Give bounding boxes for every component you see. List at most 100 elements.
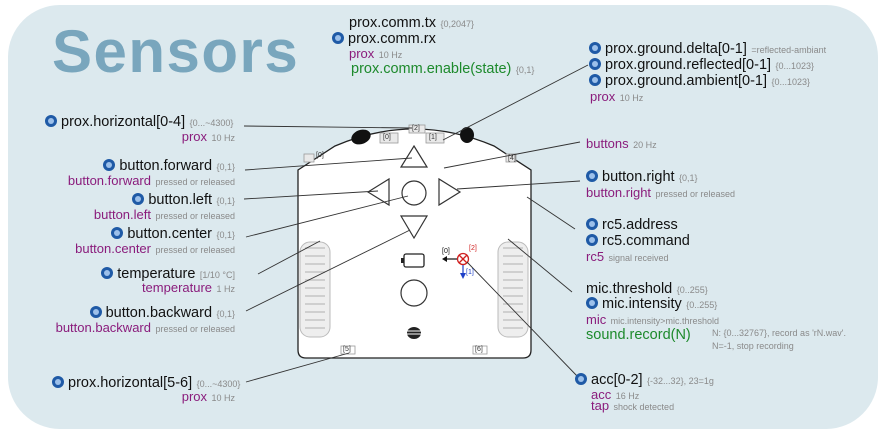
prox-ground-delta: prox.ground.delta[0-1]	[605, 41, 747, 57]
button-left-note: pressed or released	[155, 211, 235, 221]
tap-note: shock detected	[613, 402, 675, 412]
button-right-event-row: button.right pressed or released	[586, 185, 735, 201]
prox-horizontal-back: prox.horizontal[5-6]	[68, 375, 193, 391]
variable-icon	[586, 234, 598, 246]
variable-icon	[589, 74, 601, 86]
right-wheel	[497, 241, 529, 338]
page-title: Sensors	[52, 18, 300, 85]
prox-horizontal-back-range: {0...~4300}	[196, 379, 241, 389]
prox-comm-tx-row: prox.comm.tx {0,2047}	[349, 15, 474, 31]
acc: acc[0-2]	[591, 372, 643, 388]
prox-horizontal-front-event-row: prox 10 Hz	[182, 129, 235, 145]
ground-label-1: [1]	[429, 134, 437, 141]
button-right-note: pressed or released	[655, 189, 736, 199]
prox-horizontal-back-event: prox	[181, 389, 208, 404]
tap-event: tap	[591, 398, 610, 413]
button-left-event-row: button.left pressed or released	[94, 207, 235, 223]
mic-intensity: mic.intensity	[602, 296, 682, 312]
button-center: button.center	[127, 226, 213, 242]
prox-ground-event-row: prox 10 Hz	[590, 89, 643, 105]
sensor-label-5: [5]	[343, 346, 351, 353]
prox-ground-delta-row: prox.ground.delta[0-1] =reflected-ambian…	[589, 41, 826, 57]
rc5-address-row: rc5.address	[586, 217, 678, 233]
rc5-event: rc5	[586, 249, 605, 264]
buttons-event-row: buttons 20 Hz	[586, 136, 657, 152]
prox-comm-enable-row: prox.comm.enable(state) {0,1}	[351, 61, 534, 77]
prox-ground-event-rate: 10 Hz	[619, 93, 644, 103]
rc5-command-row: rc5.command	[586, 233, 690, 249]
button-backward: button.backward	[105, 305, 213, 321]
button-forward: button.forward	[119, 158, 213, 174]
button-forward-note: pressed or released	[155, 177, 235, 187]
button-forward-row: button.forward {0,1}	[103, 158, 235, 174]
prox-horizontal-back-rate: 10 Hz	[211, 393, 235, 403]
variable-icon	[132, 193, 145, 205]
button-backward-event: button.backward	[55, 320, 151, 335]
prox-horizontal-front-event: prox	[181, 129, 208, 144]
button-left: button.left	[148, 192, 213, 208]
prox-comm-enable-range: {0,1}	[515, 65, 535, 75]
prox-horizontal-back-event-row: prox 10 Hz	[182, 389, 235, 405]
button-backward-row: button.backward {0,1}	[89, 305, 235, 321]
sound-record: sound.record(N)	[586, 327, 691, 343]
mic-threshold: mic.threshold	[586, 281, 673, 297]
rc5-address: rc5.address	[602, 217, 678, 233]
buttons-event: buttons	[586, 136, 629, 151]
axis-label-2: [2]	[469, 245, 477, 252]
temperature-event-row: temperature 1 Hz	[142, 280, 235, 296]
robot-body	[297, 128, 532, 359]
mic-intensity-range: {0..255}	[686, 300, 718, 310]
prox-horizontal-front: prox.horizontal[0-4]	[61, 114, 186, 130]
rc5-event-row: rc5 signal received	[586, 249, 669, 265]
front-sensor-blob-left	[351, 129, 371, 145]
button-right: button.right	[602, 169, 675, 185]
button-right-event: button.right	[586, 185, 652, 200]
button-forward-range: {0,1}	[216, 162, 235, 172]
tap-event-row: tap shock detected	[591, 398, 674, 414]
button-left-row: button.left {0,1}	[132, 192, 235, 208]
acc-event-row: acc 16 Hz	[591, 387, 639, 403]
prox-comm-tx: prox.comm.tx	[349, 15, 437, 31]
prox-comm-event-rate: 10 Hz	[378, 50, 403, 60]
variable-icon	[575, 373, 587, 385]
mic-intensity-row: mic.intensity {0..255}	[586, 296, 717, 312]
variable-icon	[586, 170, 598, 182]
temperature: temperature	[117, 266, 196, 282]
sound-record-note-2: N=-1, stop recording	[712, 341, 794, 351]
leader-lines	[243, 64, 589, 383]
acc-event: acc	[591, 387, 612, 402]
temperature-range: [1/10 °C]	[199, 270, 235, 280]
rc5-note: signal received	[608, 253, 669, 263]
prox-horizontal-back-row: prox.horizontal[5-6] {0...~4300}	[52, 375, 240, 391]
button-center-note: pressed or released	[155, 245, 235, 255]
prox-comm-tx-range: {0,2047}	[440, 19, 475, 29]
temperature-row: temperature [1/10 °C]	[101, 266, 235, 282]
mic-threshold-row: mic.threshold {0..255}	[586, 281, 708, 297]
prox-comm-event-row: prox 10 Hz	[349, 46, 402, 62]
forward-button-arrow	[399, 144, 429, 168]
button-center-range: {0,1}	[216, 230, 235, 240]
front-sensor-blob-right	[460, 127, 474, 143]
left-button-arrow	[366, 177, 390, 207]
prox-horizontal-front-rate: 10 Hz	[211, 133, 235, 143]
button-right-range: {0,1}	[679, 173, 698, 183]
mic-event: mic	[586, 312, 607, 327]
center-button-circle	[401, 180, 427, 206]
variable-icon	[589, 58, 601, 70]
prox-ground-ambient-row: prox.ground.ambient[0-1] {0...1023}	[589, 73, 810, 89]
sound-record-note-1: N: {0...32767}, record as 'rN.wav'.	[712, 328, 847, 338]
buttons-rate: 20 Hz	[633, 140, 657, 150]
prox-ground-reflected-row: prox.ground.reflected[0-1] {0...1023}	[589, 57, 814, 73]
variable-icon	[45, 115, 57, 127]
button-backward-range: {0,1}	[216, 309, 235, 319]
button-left-range: {0,1}	[216, 196, 235, 206]
mic-threshold-range: {0..255}	[676, 285, 708, 295]
prox-ground-ambient: prox.ground.ambient[0-1]	[605, 73, 768, 89]
prox-comm-rx-row: prox.comm.rx	[332, 31, 436, 47]
sensor-label-6: [6]	[475, 346, 483, 353]
accelerometer-axes	[442, 252, 470, 279]
button-center-row: button.center {0,1}	[111, 226, 235, 242]
variable-icon	[586, 297, 598, 309]
prox-ground-reflected-range: {0...1023}	[775, 61, 815, 71]
